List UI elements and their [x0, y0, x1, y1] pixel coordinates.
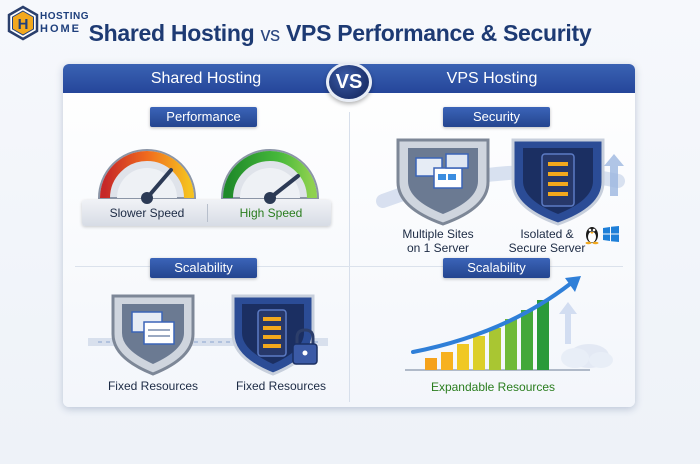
gauge-plate-separator — [207, 204, 208, 222]
fixed-resources-illustration — [88, 294, 328, 376]
server-rack-icon — [541, 153, 575, 207]
security-label: Security — [443, 107, 550, 127]
growth-bar-7 — [521, 310, 533, 370]
linux-penguin-icon — [585, 227, 599, 245]
isolated-line-2: Secure Server — [508, 241, 586, 255]
logo-text-hosting: HOSTING — [40, 11, 90, 22]
multiple-sites-line-1: Multiple Sites — [402, 227, 474, 241]
page-title: Shared Hosting vs VPS Performance & Secu… — [60, 20, 620, 47]
horizontal-divider — [75, 266, 623, 267]
comparison-card: Shared Hosting VPS Hosting VS Performanc… — [63, 64, 635, 407]
growth-bar-8 — [537, 300, 549, 370]
title-vps-performance-security: VPS Performance & Security — [285, 20, 592, 46]
gauge-plate — [82, 200, 331, 226]
security-illustration — [376, 138, 625, 226]
isolated-line-1: Isolated & — [520, 227, 574, 241]
performance-label: Performance — [150, 107, 257, 127]
growth-arrow-icon — [411, 282, 572, 354]
slow-speed-gauge-icon — [97, 149, 197, 204]
header-shared-hosting: Shared Hosting — [63, 64, 349, 93]
high-speed-gauge-icon — [220, 149, 320, 204]
multiple-sites-line-2: on 1 Server — [406, 241, 470, 255]
multiple-sites-caption: Multiple Sites on 1 Server — [388, 227, 488, 255]
fixed-window-icon-2 — [143, 321, 175, 345]
growth-bar-4 — [473, 336, 485, 370]
logo-hexagon-icon: H — [7, 5, 39, 41]
fixed-server-rack-icon — [257, 309, 287, 357]
vs-badge: VS — [326, 64, 372, 102]
scalability-left-label: Scalability — [150, 258, 257, 278]
high-speed-label: High Speed — [239, 206, 303, 220]
vertical-divider — [349, 112, 350, 402]
slower-speed-label: Slower Speed — [109, 206, 185, 220]
isolated-secure-caption: Isolated & Secure Server — [499, 227, 595, 255]
title-shared-hosting: Shared Hosting — [88, 20, 255, 46]
fixed-resources-left-caption: Fixed Resources — [107, 379, 199, 393]
logo-letter: H — [18, 16, 29, 33]
growth-bar-2 — [441, 352, 453, 370]
windows-logo-icon — [603, 226, 619, 242]
logo-text-home: HOME — [40, 23, 81, 35]
growth-bar-3 — [457, 344, 469, 370]
cloud-icon — [561, 344, 613, 368]
fixed-resources-right-caption: Fixed Resources — [235, 379, 327, 393]
header-vps-hosting: VPS Hosting — [349, 64, 635, 93]
expandable-resources-caption: Expandable Resources — [430, 380, 556, 394]
scalability-right-label: Scalability — [443, 258, 550, 278]
growth-bar-6 — [505, 319, 517, 370]
window-icon-3 — [445, 153, 469, 169]
growth-bar-5 — [489, 328, 501, 370]
growth-bars — [425, 300, 549, 370]
growth-bar-1 — [425, 358, 437, 370]
title-vs: vs — [260, 24, 280, 46]
padlock-icon — [292, 328, 318, 365]
expandable-resources-illustration — [405, 276, 613, 371]
hosting-home-logo: H HOSTING HOME — [6, 4, 90, 44]
